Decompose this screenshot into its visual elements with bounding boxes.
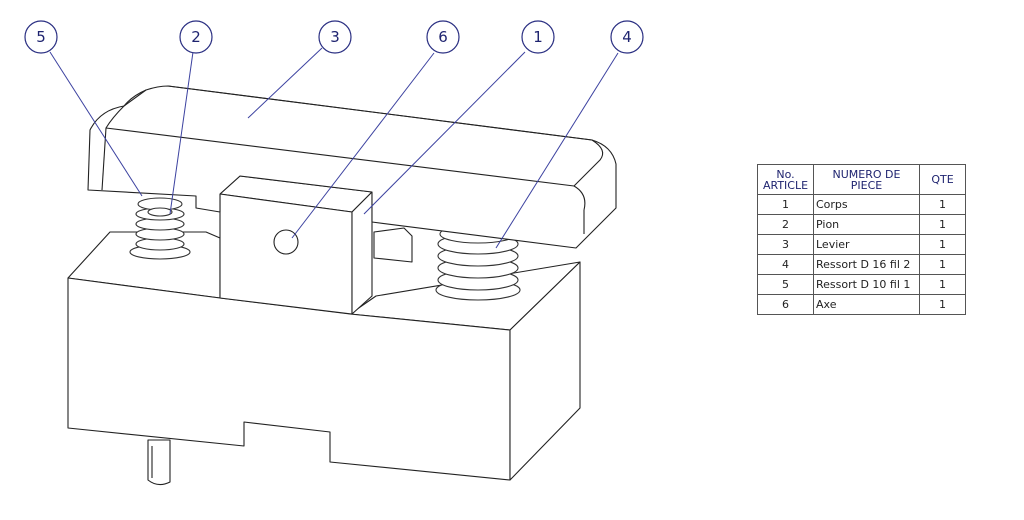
balloon-5: 5 <box>24 20 58 54</box>
bom-header-qty: QTE <box>919 164 966 195</box>
bom-cell-name: Ressort D 16 fil 2 <box>813 254 920 275</box>
table-row: 3 Levier 1 <box>757 234 966 255</box>
leader-lines <box>49 47 619 249</box>
bom-cell-name: Pion <box>813 214 920 235</box>
bom-cell-name: Levier <box>813 234 920 255</box>
svg-text:3: 3 <box>330 28 340 46</box>
svg-text:1: 1 <box>533 28 543 46</box>
balloon-2: 2 <box>179 20 213 54</box>
balloon-6: 6 <box>426 20 460 54</box>
bom-cell-qty: 1 <box>919 294 966 315</box>
bom-cell-no: 5 <box>757 274 814 295</box>
small-spring <box>129 197 191 260</box>
body-part <box>67 175 581 481</box>
bom-cell-qty: 1 <box>919 194 966 215</box>
table-row: 6 Axe 1 <box>757 294 966 315</box>
bom-cell-no: 1 <box>757 194 814 215</box>
table-row: 1 Corps 1 <box>757 194 966 215</box>
bom-cell-name: Axe <box>813 294 920 315</box>
bom-cell-no: 2 <box>757 214 814 235</box>
bom-header-part-number: NUMERO DE PIECE <box>813 164 920 195</box>
bom-cell-name: Ressort D 10 fil 1 <box>813 274 920 295</box>
bom-cell-qty: 1 <box>919 234 966 255</box>
bom-cell-name: Corps <box>813 194 920 215</box>
bom-cell-qty: 1 <box>919 254 966 275</box>
table-row: 2 Pion 1 <box>757 214 966 235</box>
bom-header-row: No. ARTICLE NUMERO DE PIECE QTE <box>757 164 966 195</box>
balloon-3: 3 <box>318 20 352 54</box>
lever-part <box>87 85 617 249</box>
bom-cell-no: 4 <box>757 254 814 275</box>
bom-header-article: No. ARTICLE <box>757 164 814 195</box>
bill-of-materials-table: No. ARTICLE NUMERO DE PIECE QTE 1 Corps … <box>757 164 966 315</box>
pin-shaft <box>147 439 171 486</box>
bom-cell-no: 6 <box>757 294 814 315</box>
balloon-1: 1 <box>521 20 555 54</box>
svg-text:5: 5 <box>36 28 46 46</box>
svg-text:6: 6 <box>438 28 448 46</box>
bom-cell-no: 3 <box>757 234 814 255</box>
svg-text:4: 4 <box>622 28 632 46</box>
table-row: 5 Ressort D 10 fil 1 1 <box>757 274 966 295</box>
balloon-4: 4 <box>610 20 644 54</box>
bom-cell-qty: 1 <box>919 274 966 295</box>
table-row: 4 Ressort D 16 fil 2 1 <box>757 254 966 275</box>
axle-part <box>273 229 299 255</box>
bom-cell-qty: 1 <box>919 214 966 235</box>
svg-text:2: 2 <box>191 28 201 46</box>
